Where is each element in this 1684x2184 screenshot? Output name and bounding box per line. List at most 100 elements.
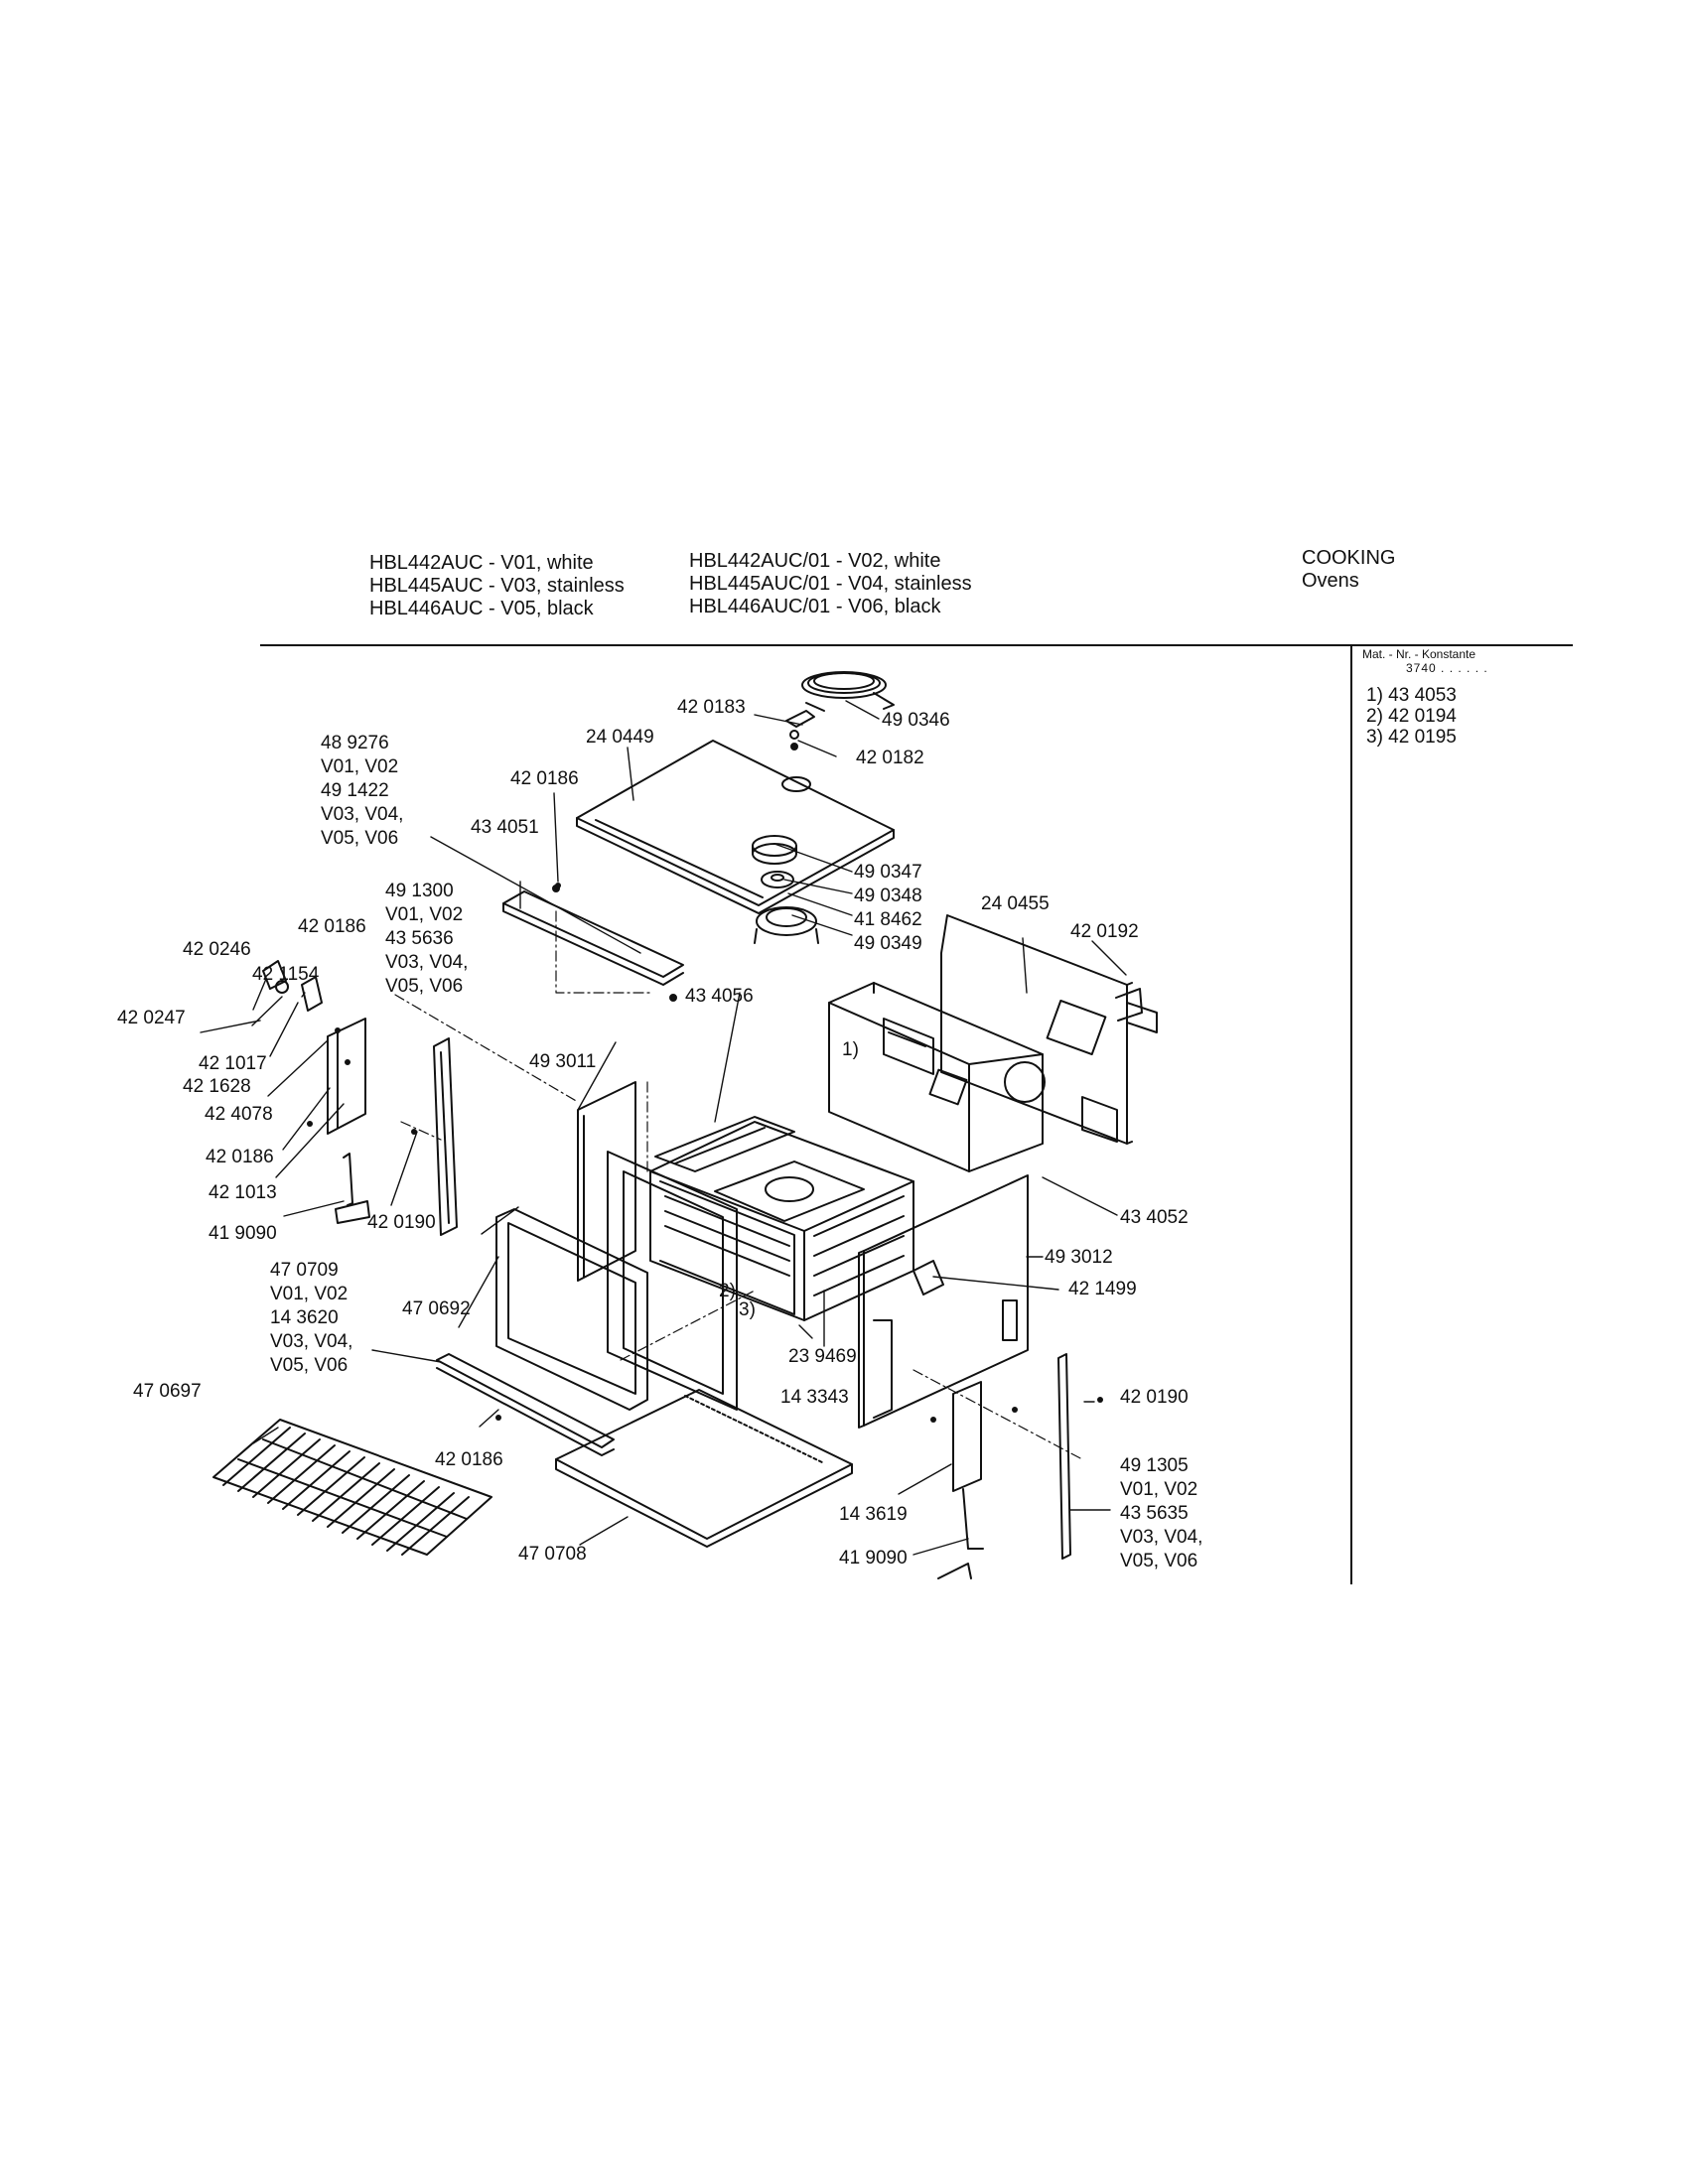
model-line: HBL442AUC/01 - V02, white bbox=[689, 550, 941, 572]
footnote-list: 1) 43 4053 2) 42 0194 3) 42 0195 bbox=[1366, 685, 1488, 748]
footnote-3: 3) 42 0195 bbox=[1366, 727, 1457, 748]
part-label: V03, V04, bbox=[1120, 1527, 1202, 1548]
part-label: V03, V04, bbox=[270, 1331, 352, 1352]
part-label: 49 0348 bbox=[854, 886, 922, 906]
part-label: 42 0247 bbox=[117, 1008, 186, 1028]
part-label: 23 9469 bbox=[788, 1346, 857, 1367]
power-cord-drawing bbox=[801, 671, 895, 712]
rear-panel-drawing bbox=[940, 914, 1158, 1145]
part-label: V05, V06 bbox=[321, 828, 398, 849]
mat-nr-value: 3740 . . . . . . bbox=[1406, 661, 1488, 675]
part-label: 47 0692 bbox=[402, 1298, 471, 1319]
part-label: V03, V04, bbox=[321, 804, 403, 825]
door-latch-drawing bbox=[262, 960, 323, 1012]
left-hinge-bracket-drawing bbox=[327, 1018, 366, 1135]
part-label: 14 3620 bbox=[270, 1307, 339, 1328]
model-list-right: HBL442AUC/01 - V02, white HBL445AUC/01 -… bbox=[689, 550, 972, 618]
footnote-marker: 3) bbox=[739, 1299, 756, 1320]
part-label: 43 5635 bbox=[1120, 1503, 1189, 1524]
part-label: 43 5636 bbox=[385, 928, 454, 949]
footnote-marker: 1) bbox=[842, 1039, 859, 1060]
alignment-lines bbox=[394, 910, 1083, 1460]
part-label: 42 1499 bbox=[1068, 1279, 1137, 1299]
bottom-panel-drawing bbox=[555, 1389, 853, 1548]
fasteners bbox=[307, 883, 1103, 1423]
part-label: 49 1300 bbox=[385, 881, 454, 901]
category-subtitle: Ovens bbox=[1302, 570, 1359, 592]
part-label: 43 4052 bbox=[1120, 1207, 1189, 1228]
footnote-marker: 2) bbox=[719, 1281, 736, 1301]
left-hinge-drawing bbox=[335, 1153, 370, 1224]
part-label: 24 0455 bbox=[981, 893, 1050, 914]
part-label: 49 0346 bbox=[882, 710, 950, 731]
top-cover-panel-drawing bbox=[576, 740, 895, 914]
header-rule bbox=[260, 644, 1573, 646]
part-label: 49 3011 bbox=[529, 1051, 596, 1072]
model-line: HBL446AUC - V05, black bbox=[369, 598, 594, 619]
part-label: 42 0186 bbox=[298, 916, 366, 937]
part-label: V05, V06 bbox=[1120, 1551, 1197, 1571]
part-labels: 49 0346 42 0183 42 0182 24 0449 48 9276 … bbox=[117, 697, 1202, 1571]
category-title: COOKING bbox=[1302, 547, 1396, 569]
part-label: 42 0186 bbox=[510, 768, 579, 789]
oven-rack-drawing bbox=[212, 1419, 492, 1556]
part-label: 24 0449 bbox=[586, 727, 654, 748]
part-label: 42 4078 bbox=[205, 1104, 273, 1125]
cord-clamp-drawing bbox=[785, 710, 815, 751]
category-block: COOKING Ovens bbox=[1302, 547, 1395, 593]
part-label: V05, V06 bbox=[270, 1355, 348, 1376]
part-label: 14 3619 bbox=[839, 1504, 908, 1525]
footnote-1: 1) 43 4053 bbox=[1366, 685, 1457, 706]
part-label: 42 1154 bbox=[252, 964, 320, 985]
model-line: HBL445AUC/01 - V04, stainless bbox=[689, 573, 972, 595]
insulation-block-drawing bbox=[828, 982, 1044, 1172]
part-label: 47 0709 bbox=[270, 1260, 339, 1281]
part-label: 49 0347 bbox=[854, 862, 922, 883]
part-label: 43 4056 bbox=[685, 986, 754, 1007]
part-label: 42 0186 bbox=[435, 1449, 503, 1470]
part-label: V01, V02 bbox=[270, 1284, 348, 1304]
fan-assembly-drawing bbox=[752, 835, 819, 944]
left-vertical-rail-drawing bbox=[433, 1037, 458, 1236]
footnote-2: 2) 42 0194 bbox=[1366, 706, 1457, 727]
model-line: HBL446AUC/01 - V06, black bbox=[689, 596, 941, 617]
part-label: 42 0190 bbox=[367, 1212, 436, 1233]
top-trim-bar-drawing bbox=[502, 885, 684, 1002]
part-label: 42 0192 bbox=[1070, 921, 1139, 942]
model-line: HBL442AUC - V01, white bbox=[369, 552, 594, 574]
model-list-left: HBL442AUC - V01, white HBL445AUC - V03, … bbox=[369, 552, 625, 620]
part-label: 49 3012 bbox=[1045, 1247, 1113, 1268]
part-label: 42 1628 bbox=[183, 1076, 251, 1097]
door-gasket-drawing bbox=[495, 1208, 648, 1411]
part-label: 42 0246 bbox=[183, 939, 251, 960]
part-label: 41 9090 bbox=[209, 1223, 277, 1244]
door-frame-drawing bbox=[607, 1151, 738, 1411]
part-label: 49 1305 bbox=[1120, 1455, 1189, 1476]
side-panel: Mat. - Nr. - Konstante 3740 . . . . . . … bbox=[1362, 647, 1488, 748]
part-label: 41 9090 bbox=[839, 1548, 908, 1569]
part-label: V01, V02 bbox=[321, 756, 398, 777]
part-label: 49 1422 bbox=[321, 780, 389, 801]
part-label: V05, V06 bbox=[385, 976, 463, 997]
right-side-panel-drawing bbox=[858, 1174, 1029, 1429]
part-label: 47 0708 bbox=[518, 1544, 587, 1565]
broil-element-drawing bbox=[654, 1116, 795, 1172]
part-label: 14 3343 bbox=[780, 1387, 849, 1408]
part-label: 47 0697 bbox=[133, 1381, 202, 1402]
part-label: 42 1017 bbox=[199, 1053, 267, 1074]
part-label: 43 4051 bbox=[471, 817, 539, 838]
right-hinge-drawing bbox=[937, 1381, 984, 1579]
bottom-trim-drawing bbox=[436, 1353, 615, 1456]
part-label: V03, V04, bbox=[385, 952, 468, 973]
model-line: HBL445AUC - V03, stainless bbox=[369, 575, 625, 597]
leader-lines bbox=[200, 700, 1127, 1556]
oven-cavity-drawing bbox=[649, 1121, 914, 1321]
part-label: V01, V02 bbox=[385, 904, 463, 925]
part-label: 42 0182 bbox=[856, 748, 924, 768]
part-label: 42 0186 bbox=[206, 1147, 274, 1167]
part-label: V01, V02 bbox=[1120, 1479, 1197, 1500]
part-label: 49 0349 bbox=[854, 933, 922, 954]
mat-nr-label: Mat. - Nr. - Konstante bbox=[1362, 647, 1476, 661]
part-label: 42 1013 bbox=[209, 1182, 277, 1203]
